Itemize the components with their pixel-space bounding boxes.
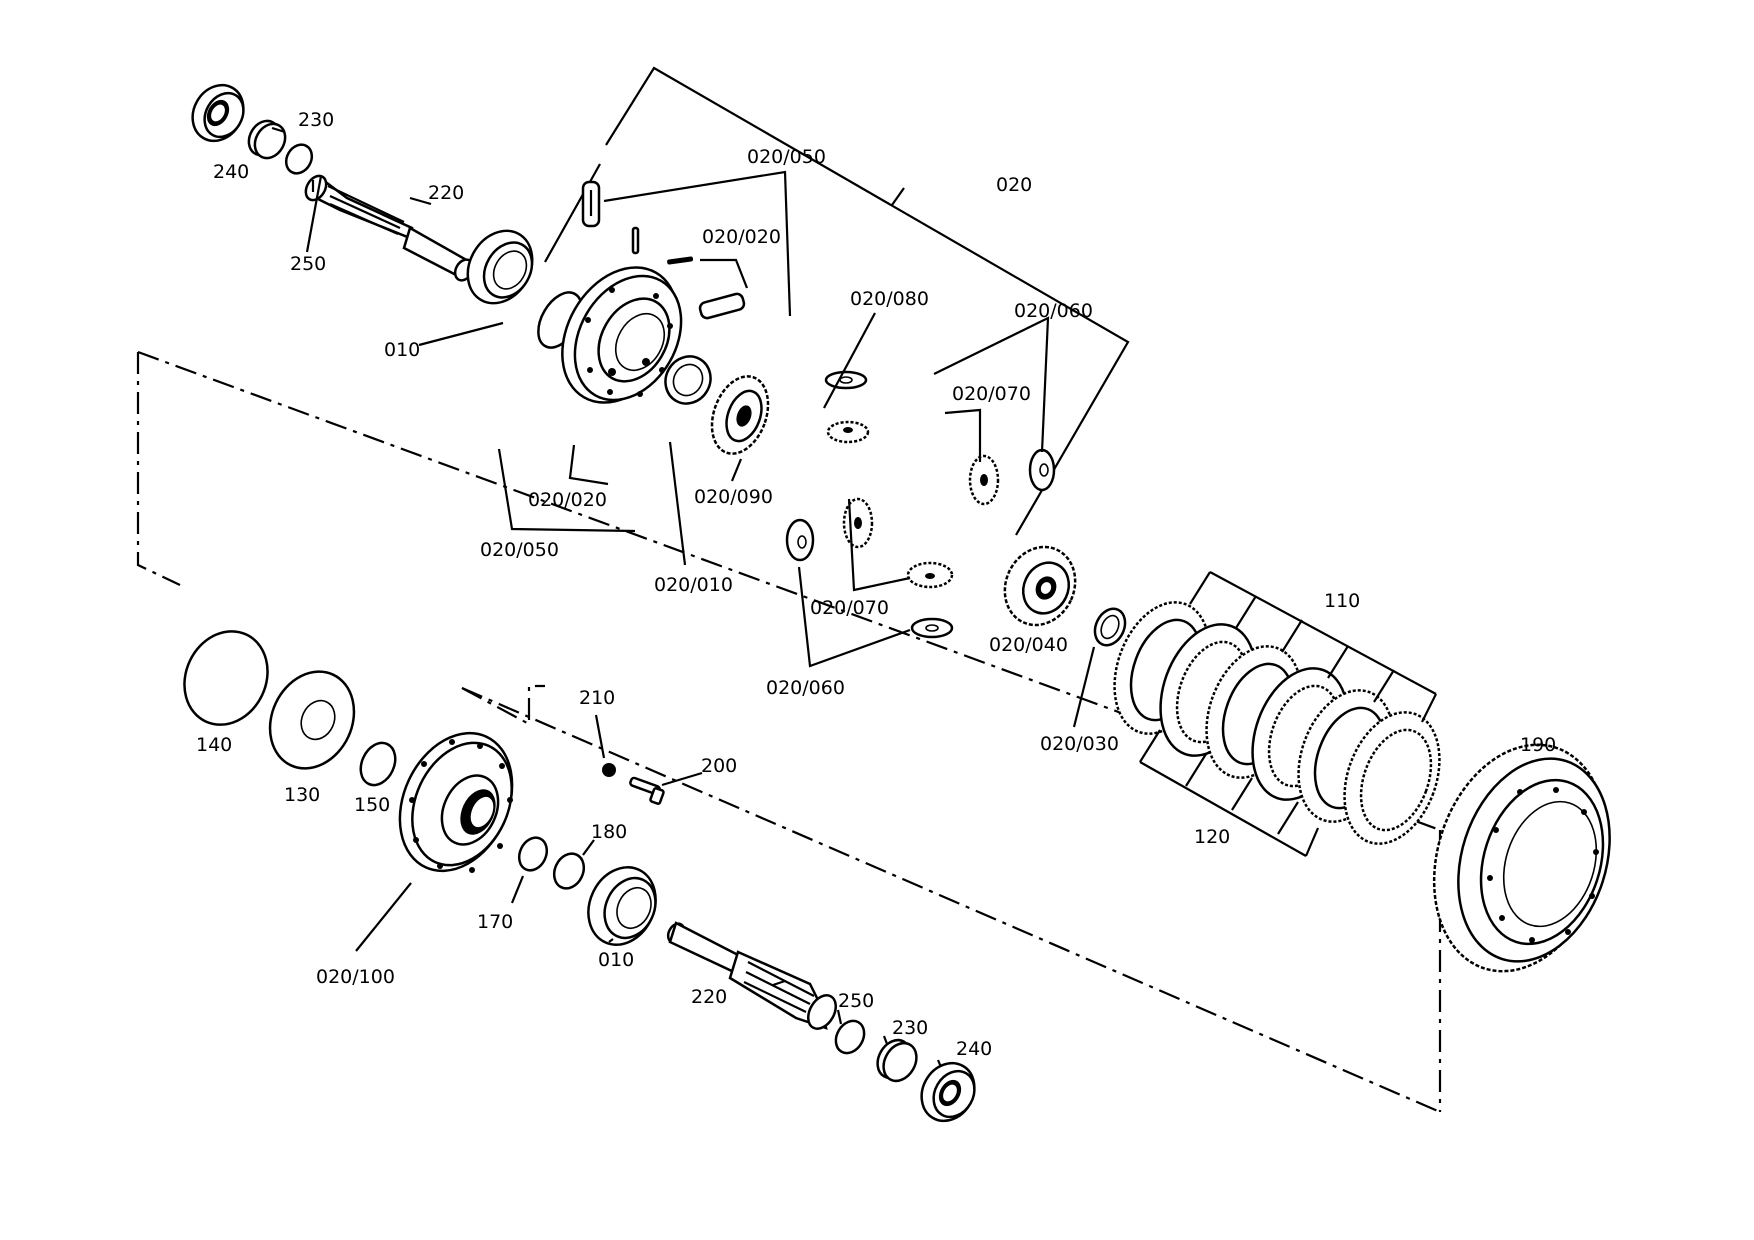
label-020-010: 020/010	[654, 574, 733, 596]
washer-020-030	[1093, 607, 1127, 647]
label-110: 110	[1324, 590, 1360, 612]
rake-110	[1189, 571, 1437, 723]
leader-020	[891, 187, 905, 206]
label-010-top: 010	[384, 339, 420, 361]
bearing-010-top	[466, 229, 534, 305]
dash-outline-left	[136, 352, 181, 586]
dash-outline-bottom	[461, 686, 1441, 1114]
pin-020-020-top-2	[667, 256, 694, 265]
seal-240-bottom	[920, 1061, 976, 1123]
label-220-bot: 220	[691, 986, 727, 1008]
shim-130	[268, 670, 356, 770]
clutch-disc-pack-110-120	[1113, 601, 1441, 845]
label-020-050-bot: 020/050	[480, 539, 559, 561]
thrust-washer-020-060-left	[785, 518, 815, 562]
o-ring-140	[183, 630, 269, 726]
washer-020-090	[664, 355, 712, 405]
bearing-010-bottom	[587, 866, 657, 946]
dash-outline-top	[137, 350, 1441, 832]
bracket-020-left	[544, 163, 601, 263]
label-250-top: 250	[290, 253, 326, 275]
label-020-050-top: 020/050	[747, 146, 826, 168]
label-130: 130	[284, 784, 320, 806]
label-170: 170	[477, 911, 513, 933]
label-020-070-bot: 020/070	[810, 597, 889, 619]
bevel-gear-020-080	[710, 375, 770, 455]
bracket-020	[605, 66, 1130, 536]
label-020-070-top: 020/070	[952, 383, 1031, 405]
label-230-bot: 230	[892, 1017, 928, 1039]
label-190: 190	[1520, 734, 1556, 756]
shaft-220-bottom	[666, 921, 837, 1030]
pinion-020-070-top	[826, 420, 870, 444]
ring-250-top	[284, 143, 314, 175]
label-200: 200	[701, 755, 737, 777]
ring-230-bottom	[876, 1038, 918, 1083]
label-220-top: 220	[428, 182, 464, 204]
pin-020-050-top-2	[698, 292, 746, 320]
ring-230-top	[247, 119, 287, 160]
label-210: 210	[579, 687, 615, 709]
side-gear-020-040	[1003, 545, 1077, 627]
label-240-bot: 240	[956, 1038, 992, 1060]
label-140: 140	[196, 734, 232, 756]
bolt-200	[629, 776, 665, 805]
leader-lines	[271, 126, 1096, 1068]
ring-170	[517, 836, 549, 872]
pinion-020-070-left	[842, 497, 874, 549]
label-150: 150	[354, 794, 390, 816]
label-020-030: 020/030	[1040, 733, 1119, 755]
ring-180	[552, 852, 586, 890]
label-020-100: 020/100	[316, 966, 395, 988]
label-010-bot: 010	[598, 949, 634, 971]
label-180: 180	[591, 821, 627, 843]
pinion-020-070-right	[968, 454, 1000, 506]
rake-120	[1139, 729, 1320, 857]
label-020: 020	[996, 174, 1032, 196]
label-020-020-bot: 020/020	[528, 489, 607, 511]
label-230-top: 230	[298, 109, 334, 131]
dash-outline-notch	[461, 684, 545, 726]
thrust-washer-020-060-right	[1028, 448, 1056, 492]
ring-250-bottom	[834, 1019, 866, 1055]
thrust-washer-020-060-top	[824, 370, 868, 390]
crown-wheel-190	[1432, 743, 1611, 973]
label-020-020-top: 020/020	[702, 226, 781, 248]
label-020-080: 020/080	[850, 288, 929, 310]
label-020-040: 020/040	[989, 634, 1068, 656]
ball-210	[602, 763, 616, 777]
housing-cover-020-100	[398, 731, 514, 873]
label-020-060-bot: 020/060	[766, 677, 845, 699]
label-120: 120	[1194, 826, 1230, 848]
pin-020-020-top	[631, 226, 640, 255]
thrust-washer-020-060-bottom	[910, 617, 954, 639]
seal-240-top	[191, 83, 245, 143]
label-240-top: 240	[213, 161, 249, 183]
differential-housing-020-010	[537, 266, 683, 404]
label-250-bot: 250	[838, 990, 874, 1012]
shaft-220-top	[304, 174, 475, 282]
label-020-090: 020/090	[694, 486, 773, 508]
pin-020-050-top	[581, 180, 601, 228]
pinion-020-070-bottom	[906, 561, 954, 589]
ring-150	[359, 741, 397, 787]
label-020-060-top: 020/060	[1014, 300, 1093, 322]
